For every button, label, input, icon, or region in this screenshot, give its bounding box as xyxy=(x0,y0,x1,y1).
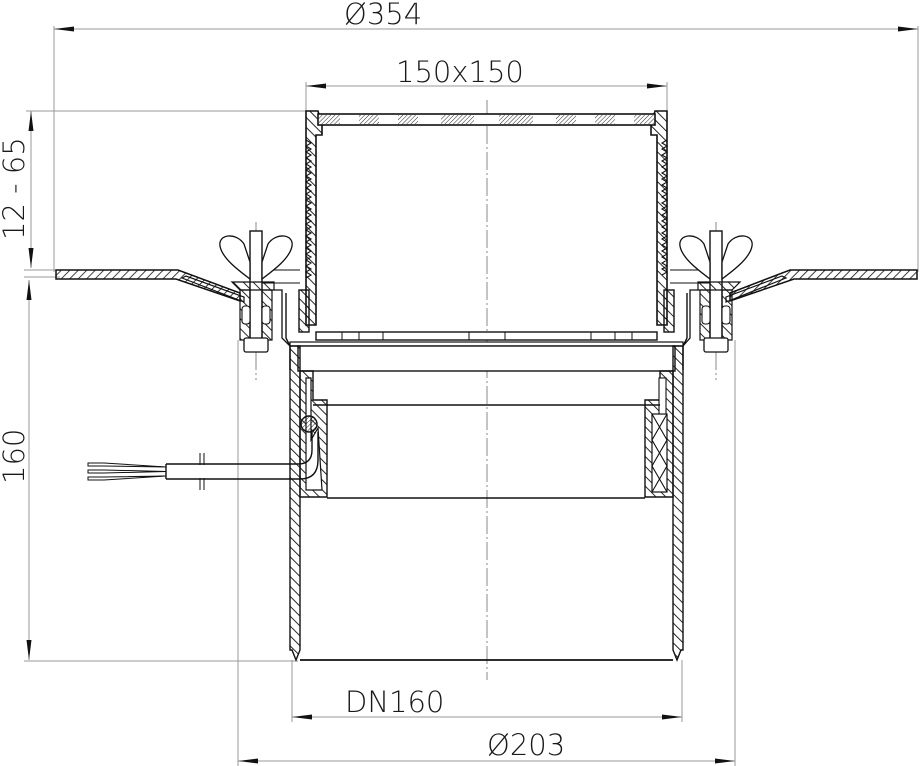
dimension-grate-size: 150x150 xyxy=(305,55,668,112)
heating-cable xyxy=(87,432,319,490)
body-height-label: 160 xyxy=(0,429,31,484)
wing-nut-bolt-left xyxy=(219,222,293,380)
dimension-height-adjustment: 12 - 65 xyxy=(0,110,306,271)
cable-wires xyxy=(87,462,167,481)
wing-nut-bolt-right xyxy=(679,222,753,380)
dimension-overall-diameter: Ø354 xyxy=(53,0,919,272)
right-guide-sleeve xyxy=(663,289,675,333)
wing-nut-left-wing-1 xyxy=(219,235,251,281)
grate xyxy=(317,113,656,126)
left-guide-sleeve xyxy=(298,289,310,333)
dimension-body-height: 160 xyxy=(0,276,298,662)
dimension-nominal-diameter: DN160 xyxy=(291,660,683,722)
wing-nut-right-wing-2 xyxy=(721,235,753,281)
right-clamp-plate xyxy=(697,281,742,291)
nominal-diameter-label: DN160 xyxy=(345,685,444,719)
outlet-diameter-label: Ø203 xyxy=(487,728,565,762)
wing-nut-left-wing-2 xyxy=(261,235,293,281)
grate-size-label: 150x150 xyxy=(396,55,524,89)
overall-diameter-label: Ø354 xyxy=(344,0,422,31)
seal-ring xyxy=(300,415,318,433)
frame-bottom-ledge xyxy=(289,331,684,347)
height-adjustment-label: 12 - 65 xyxy=(0,137,31,240)
drain-body xyxy=(285,293,688,662)
wing-nut-right-wing-1 xyxy=(679,235,711,281)
dimension-outlet-diameter: Ø203 xyxy=(237,340,736,766)
left-clamp-plate xyxy=(230,281,275,291)
